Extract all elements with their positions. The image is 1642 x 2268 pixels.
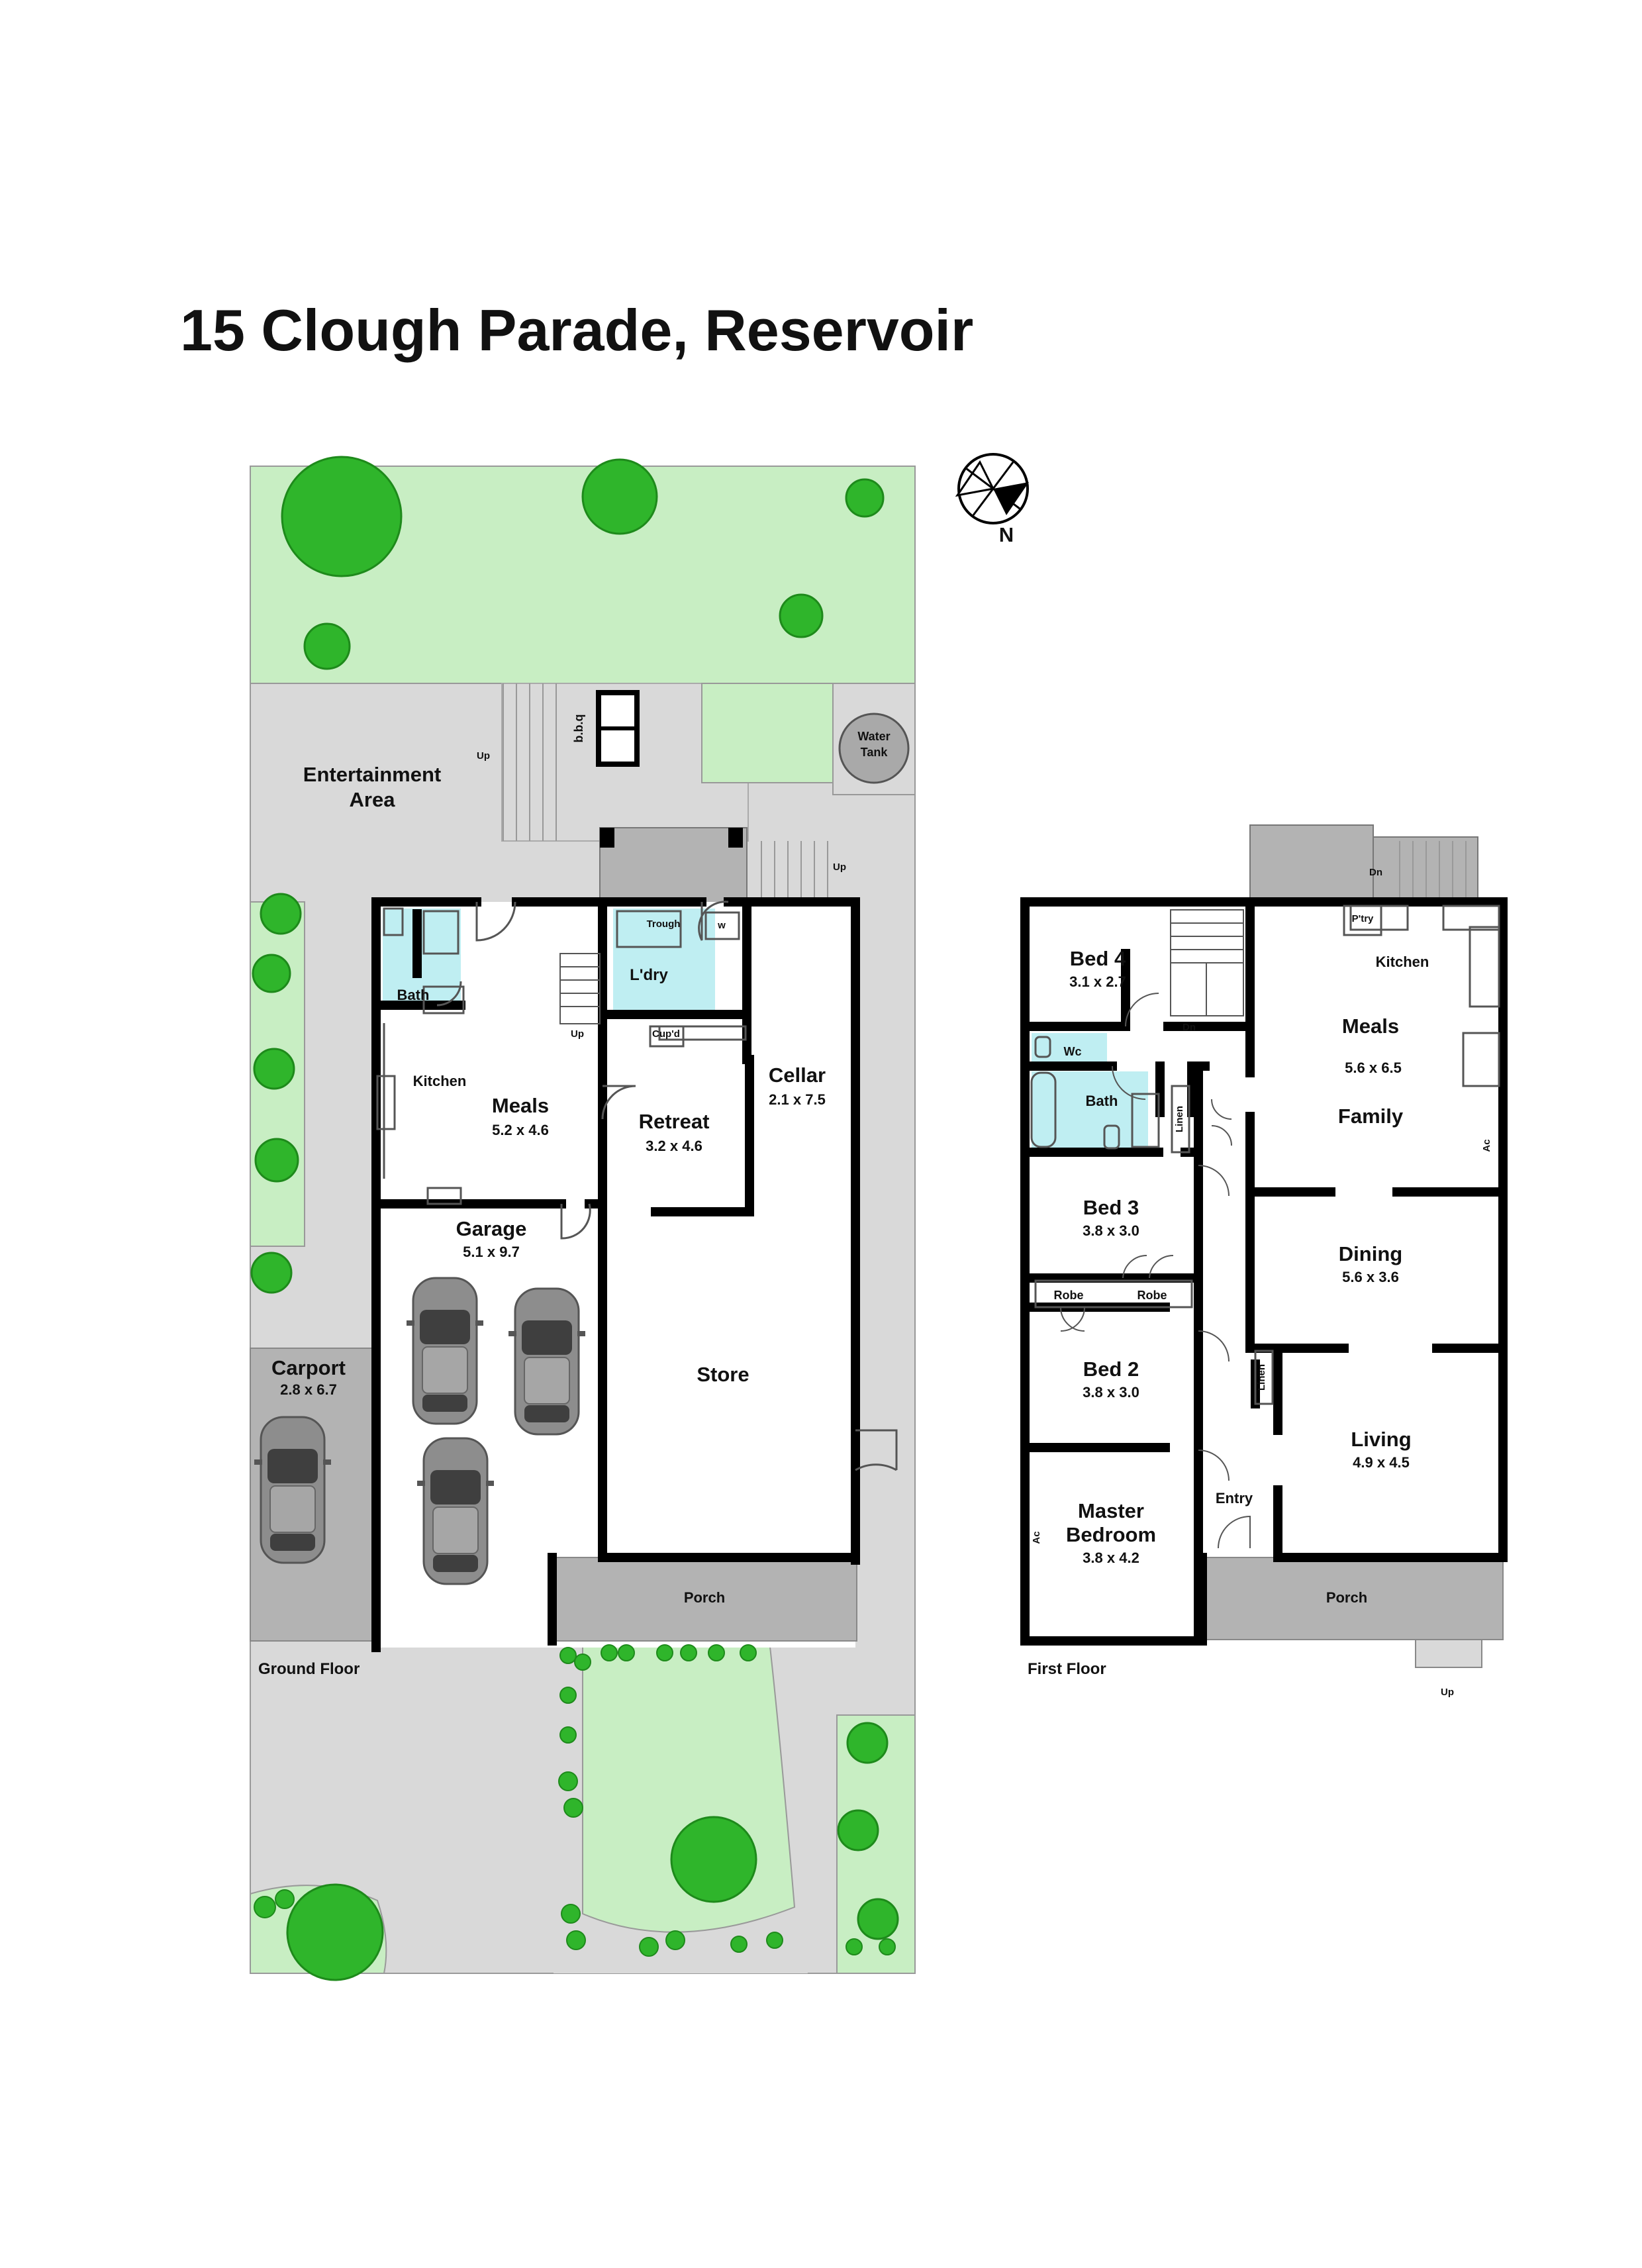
label-retreat: Retreat [639,1110,710,1133]
label-laundry: L'dry [630,966,668,984]
rear-deck [599,827,748,907]
label-robe-1: Robe [1054,1289,1084,1302]
garden-steps [503,683,557,841]
label-family: Family [1338,1105,1404,1128]
upper-deck [1249,824,1374,903]
compass-rose [955,453,1029,524]
label-store: Store [697,1363,749,1386]
label-gf-kitchen: Kitchen [413,1073,467,1089]
label-wc: Wc [1064,1045,1082,1058]
label-carport: Carport [271,1356,346,1379]
label-cellar: Cellar [769,1063,826,1087]
first-floor-walls [1020,897,1508,1646]
dims-gf-meals: 5.2 x 4.6 [492,1122,549,1138]
dims-retreat: 3.2 x 4.6 [646,1138,702,1154]
label-robe-2: Robe [1137,1289,1167,1302]
label-gf-bath: Bath [397,987,430,1003]
dims-garage: 5.1 x 9.7 [463,1244,520,1260]
car-garage-2 [507,1287,587,1436]
label-dining: Dining [1339,1242,1402,1265]
label-washer: w [717,920,726,931]
label-pantry: P'try [1352,913,1374,924]
label-entertainment-1: Entertainment [303,763,441,786]
dims-dining: 5.6 x 3.6 [1342,1269,1399,1285]
label-linen-1: Linen [1174,1106,1185,1132]
stair-up-3: Up [571,1028,584,1040]
garden-bed [701,683,834,783]
dims-bed4: 3.1 x 2.7 [1069,973,1126,990]
label-garage: Garage [456,1217,527,1240]
label-bed4: Bed 4 [1070,947,1126,970]
stair-up-2: Up [833,862,846,873]
label-master-2: Bedroom [1066,1523,1156,1546]
car-carport [253,1416,332,1564]
water-tank [838,713,910,784]
dims-carport: 2.8 x 6.7 [280,1381,337,1398]
dims-bed2: 3.8 x 3.0 [1083,1384,1139,1401]
page-title: 15 Clough Parade, Reservoir [180,297,974,363]
label-gf-meals: Meals [492,1094,549,1117]
car-garage-3 [416,1437,495,1585]
label-bbq: b.b.q [572,715,585,743]
dims-living: 4.9 x 4.5 [1353,1454,1410,1471]
label-gf-porch: Porch [684,1589,725,1606]
label-ff-bath: Bath [1086,1093,1118,1109]
dims-cellar: 2.1 x 7.5 [769,1091,826,1108]
label-bed3: Bed 3 [1083,1196,1139,1219]
label-master-1: Master [1078,1499,1144,1522]
front-lawn [554,1640,796,1933]
label-entry: Entry [1216,1490,1253,1506]
dims-meals-family: 5.6 x 6.5 [1345,1060,1402,1076]
trees [250,456,899,1981]
label-ff-kitchen: Kitchen [1376,954,1429,970]
label-ground-floor: Ground Floor [258,1660,360,1678]
label-living: Living [1351,1428,1411,1451]
label-cupboard: Cup'd [652,1028,680,1040]
label-first-floor: First Floor [1028,1660,1106,1678]
ground-floor-walls [371,897,860,1652]
stair-dn-2: Dn [1369,867,1382,878]
label-ff-meals: Meals [1342,1014,1399,1038]
dims-master: 3.8 x 4.2 [1083,1550,1139,1566]
label-bed2: Bed 2 [1083,1357,1139,1381]
compass-label: N [999,523,1014,546]
label-water-tank-2: Tank [861,746,889,759]
label-entertainment-2: Area [350,788,396,811]
label-linen-2: Linen [1256,1364,1267,1391]
label-ff-porch: Porch [1326,1589,1367,1606]
stair-up-ff: Up [1441,1687,1454,1698]
label-trough: Trough [647,918,681,930]
label-ac-2: Ac [1481,1139,1492,1152]
label-water-tank-1: Water [857,730,890,743]
car-garage-1 [405,1277,485,1425]
ground-porch [552,1557,857,1642]
stair-dn-1: Dn [1183,1022,1196,1033]
stair-up-1: Up [477,750,490,762]
dims-bed3: 3.8 x 3.0 [1083,1222,1139,1239]
label-ac-1: Ac [1031,1531,1042,1544]
